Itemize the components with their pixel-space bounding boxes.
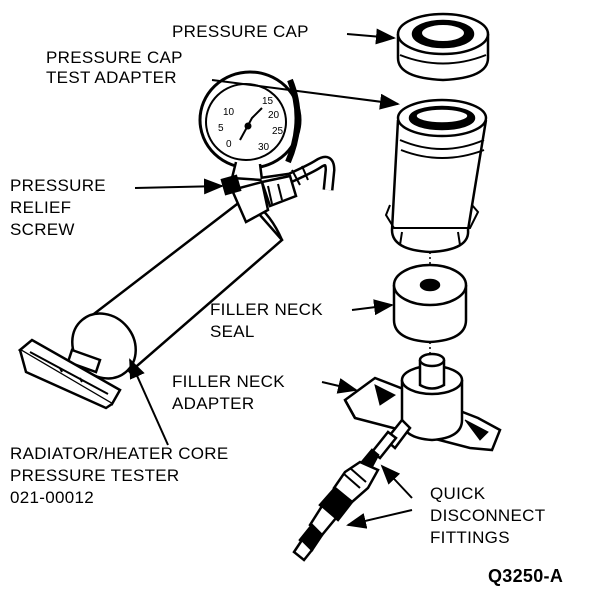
label-tester-line1: RADIATOR/HEATER CORE [10,444,229,463]
gauge-tick-25: 25 [272,126,284,137]
figure-reference: Q3250-A [488,566,564,586]
label-filler-adapter-line1: FILLER NECK [172,372,285,391]
label-tester-line3: 021-00012 [10,488,94,507]
label-relief-line1: PRESSURE [10,176,106,195]
label-tester-line2: PRESSURE TESTER [10,466,180,485]
gauge-tick-10: 10 [223,107,235,118]
filler-neck-adapter [343,352,502,452]
label-relief-line2: RELIEF [10,198,72,217]
label-filler-seal-line2: SEAL [210,322,255,341]
gauge-tick-20: 20 [268,110,280,121]
gauge-tick-30: 30 [258,142,270,153]
gauge-scale: 10 15 5 20 0 25 30 [218,96,284,153]
pressure-cap-test-adapter [384,98,488,270]
pump-body [71,174,298,380]
label-relief-line3: SCREW [10,220,75,239]
filler-neck-seal [392,263,468,360]
label-filler-seal-line1: FILLER NECK [210,300,323,319]
quick-disconnect-fittings [292,418,412,562]
leader-lines [129,28,413,529]
label-test-adapter-line1: PRESSURE CAP [46,48,183,67]
tester-hose [261,155,336,191]
label-quick-line2: DISCONNECT [430,506,546,525]
label-test-adapter-line2: TEST ADAPTER [46,68,177,87]
label-quick-line1: QUICK [430,484,486,503]
gauge-tick-0: 0 [226,139,232,150]
gauge-tick-15: 15 [262,96,274,107]
gauge-tick-5: 5 [218,123,224,134]
pressure-cap [396,12,490,82]
pressure-gauge [198,70,302,182]
label-filler-adapter-line2: ADAPTER [172,394,255,413]
t-handle [17,338,122,410]
label-quick-line3: FITTINGS [430,528,510,547]
label-pressure-cap: PRESSURE CAP [172,22,309,41]
